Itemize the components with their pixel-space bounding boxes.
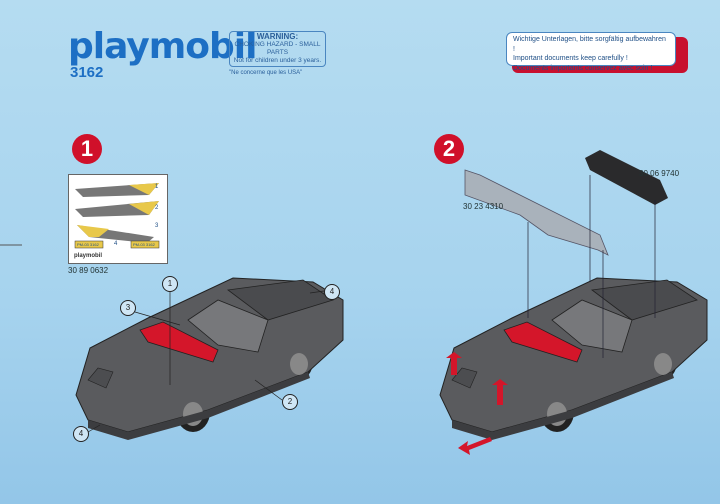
plate-sticker: PM-03 3162	[77, 242, 99, 247]
sticker-label-4: 4	[114, 241, 118, 247]
note-line-de: Wichtige Unterlagen, bitte sorgfältig au…	[513, 36, 666, 53]
windshield-part	[464, 169, 609, 256]
red-arrows	[446, 352, 508, 455]
part-number-windshield: 30 23 4310	[463, 202, 504, 211]
car-step2	[439, 277, 708, 441]
warning-title: WARNING:	[256, 32, 299, 41]
car-step1	[75, 277, 344, 441]
callout-4: 4	[324, 284, 340, 300]
callout-2: 2	[282, 394, 298, 410]
note-line-fr: Documents importants conservez avec soin…	[513, 64, 653, 72]
rollbar-part	[585, 150, 668, 205]
warning-line2: Not for children under 3 years.	[233, 57, 322, 64]
part-number-rollbar: 30 06 9740	[639, 169, 680, 178]
part-number: 30 89 0632	[68, 266, 109, 275]
sheet-brand: playmobil	[74, 253, 103, 259]
step-2-badge: 2	[434, 134, 464, 164]
note-line-en: Important documents keep carefully !	[513, 55, 628, 62]
warning-line1: CHOKING HAZARD - SMALL PARTS	[234, 41, 321, 56]
sticker-label-3: 3	[155, 223, 159, 229]
documents-note: Wichtige Unterlagen, bitte sorgfältig au…	[506, 32, 676, 72]
sticker-label-2: 2	[155, 205, 159, 211]
playmobil-logo: playmobil	[68, 26, 257, 67]
callout-1: 1	[162, 276, 178, 292]
usa-note: "Ne concerne que les USA"	[229, 70, 303, 76]
set-number: 3162	[70, 64, 104, 81]
sticker-label-1: 1	[155, 184, 159, 190]
warning-box: WARNING: CHOKING HAZARD - SMALL PARTS No…	[229, 31, 326, 67]
plate-sticker: PM-03 3162	[133, 242, 155, 247]
step-1-badge: 1	[72, 134, 102, 164]
callout-3: 3	[120, 300, 136, 316]
sticker-sheet: 1 2 3 4 PM-03 3162 PM-03 3162 playmobil	[68, 174, 168, 264]
callout-4b: 4	[73, 426, 89, 442]
